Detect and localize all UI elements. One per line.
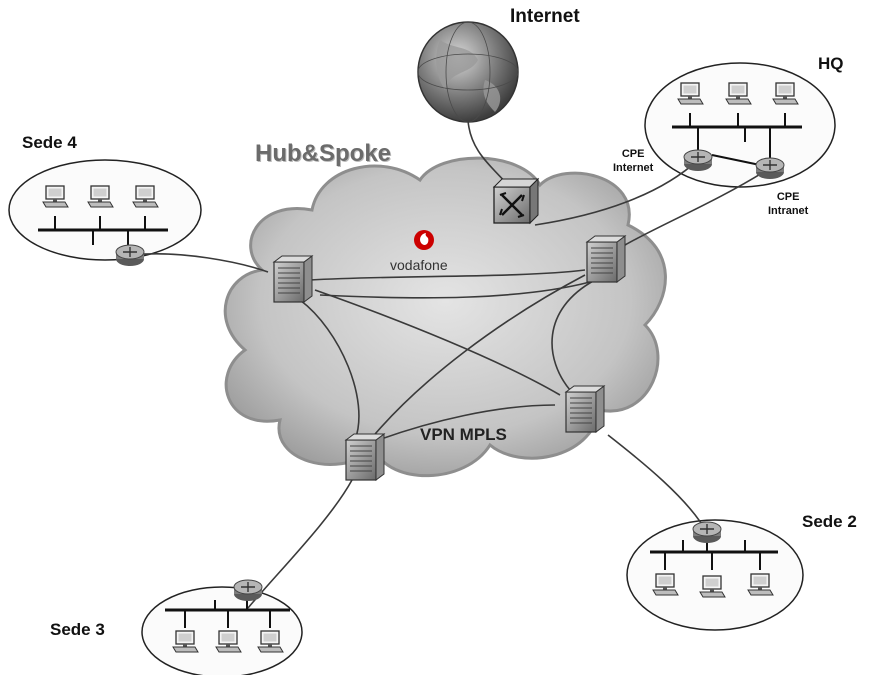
cpe-internet-label: CPE Internet	[613, 147, 653, 175]
diagram-title: Hub&Spoke	[255, 140, 392, 167]
site-sede2-ellipse	[626, 519, 804, 631]
brand-label: vodafone	[390, 257, 448, 273]
pe-router-icon	[565, 385, 605, 433]
internet-label: Internet	[510, 6, 580, 27]
pe-router-icon	[345, 433, 385, 481]
site-label-sede4: Sede 4	[22, 133, 77, 152]
sede2-lan	[650, 521, 778, 598]
cpe-intranet-line2: Intranet	[768, 205, 809, 217]
pe-router-icon	[273, 255, 313, 303]
site-label-sede2: Sede 2	[802, 512, 857, 531]
site-label-sede3: Sede 3	[50, 620, 105, 639]
cpe-intranet-line1: CPE	[776, 191, 800, 203]
site-label-hq: HQ	[818, 54, 844, 73]
site-hq-ellipse	[644, 62, 836, 188]
vodafone-logo-icon	[414, 230, 434, 250]
core-switch-icon	[492, 177, 540, 225]
cloud-label: VPN MPLS	[420, 425, 507, 444]
cpe-internet-line1: CPE	[621, 148, 645, 160]
cpe-intranet-label: CPE Intranet	[768, 190, 808, 218]
pe-router-icon	[586, 235, 626, 283]
vpn-mpls-cloud	[223, 156, 667, 478]
sede3-lan	[165, 579, 290, 653]
globe-icon	[417, 21, 519, 123]
site-sede4-ellipse	[8, 159, 202, 261]
hq-lan	[672, 82, 802, 180]
cpe-internet-line2: Internet	[613, 162, 654, 174]
sede4-lan	[38, 185, 168, 267]
